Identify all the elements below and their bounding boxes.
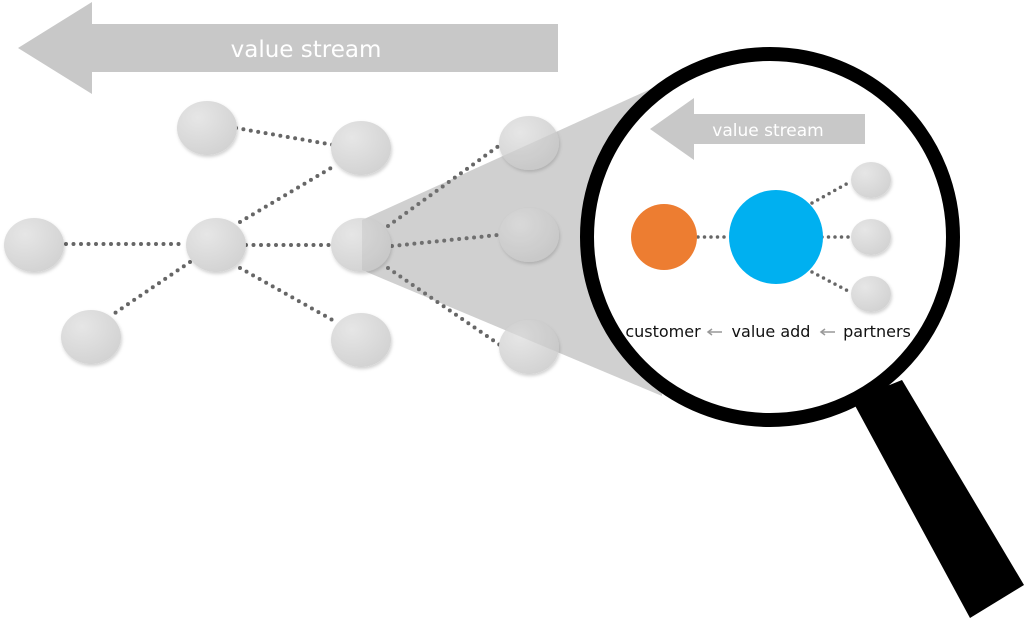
value-add-node: [729, 190, 823, 284]
arrow-left-icon: [706, 328, 722, 336]
arrow-left-icon: [819, 328, 835, 336]
node-top-mid: [331, 121, 391, 175]
main-arrow-label: value stream: [231, 37, 382, 63]
value-add-label: value add: [732, 322, 811, 341]
connector-center-topmid: [238, 163, 338, 224]
lens-arrow-label: value stream: [712, 121, 823, 141]
node-right-middle: [499, 208, 559, 262]
node-center: [186, 218, 246, 272]
node-right-top: [499, 116, 559, 170]
magnifier-handle: [852, 380, 1024, 618]
lens-value-stream-arrow: value stream: [650, 98, 865, 160]
main-arrow-shape: [18, 2, 558, 94]
partner-node-bottom: [851, 276, 891, 312]
partner-node-mid: [851, 219, 891, 255]
node-right-bottom: [499, 320, 559, 374]
customer-label: customer: [625, 322, 701, 341]
customer-node: [631, 204, 697, 270]
connector-center-bottomleft: [110, 260, 192, 317]
connector-mid-right-middle: [390, 233, 500, 248]
node-bottom-left: [61, 310, 121, 364]
network-connectors: [64, 126, 502, 347]
connector-topleft-topmid: [234, 126, 336, 147]
connector-mid-right-bottom: [386, 266, 502, 347]
node-top-left: [177, 101, 237, 155]
lens-connector-partner-top: [810, 180, 852, 205]
partners-label: partners: [843, 322, 911, 341]
partner-node-top: [851, 162, 891, 198]
main-value-stream-arrow: value stream: [18, 2, 558, 94]
cone-overlay: [362, 82, 666, 396]
node-mid: [331, 218, 391, 272]
connector-center-bottommid: [238, 266, 338, 324]
lens-arrow-shape: [650, 98, 865, 160]
node-left: [4, 218, 64, 272]
network-nodes: [4, 101, 559, 374]
magnifier-lens: value stream customer value add partners: [580, 47, 960, 427]
connector-mid-right-top: [386, 143, 502, 228]
lens-connector-partner-bottom: [810, 270, 852, 294]
node-bottom-mid: [331, 313, 391, 367]
lens-connectors: [696, 180, 852, 294]
